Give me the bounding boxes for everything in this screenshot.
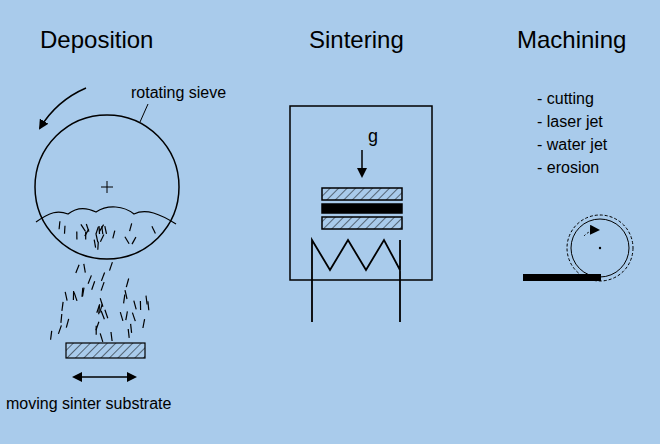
symbol-label: g (368, 126, 378, 147)
part-label: rotating sieve (131, 84, 226, 102)
list-item: - water jet (537, 136, 607, 154)
section-heading: Machining (517, 26, 626, 54)
part-label: moving sinter substrate (6, 395, 171, 413)
sinter-substrate (66, 343, 145, 377)
powder-fibres (51, 221, 156, 342)
list-item: - erosion (537, 159, 599, 177)
section-heading: Deposition (40, 26, 153, 54)
list-item: - cutting (537, 90, 594, 108)
rotating-sieve (35, 88, 179, 259)
machining-tool (523, 215, 633, 281)
sinter-furnace (290, 106, 432, 322)
section-heading: Sintering (309, 26, 404, 54)
list-item: - laser jet (537, 113, 603, 131)
